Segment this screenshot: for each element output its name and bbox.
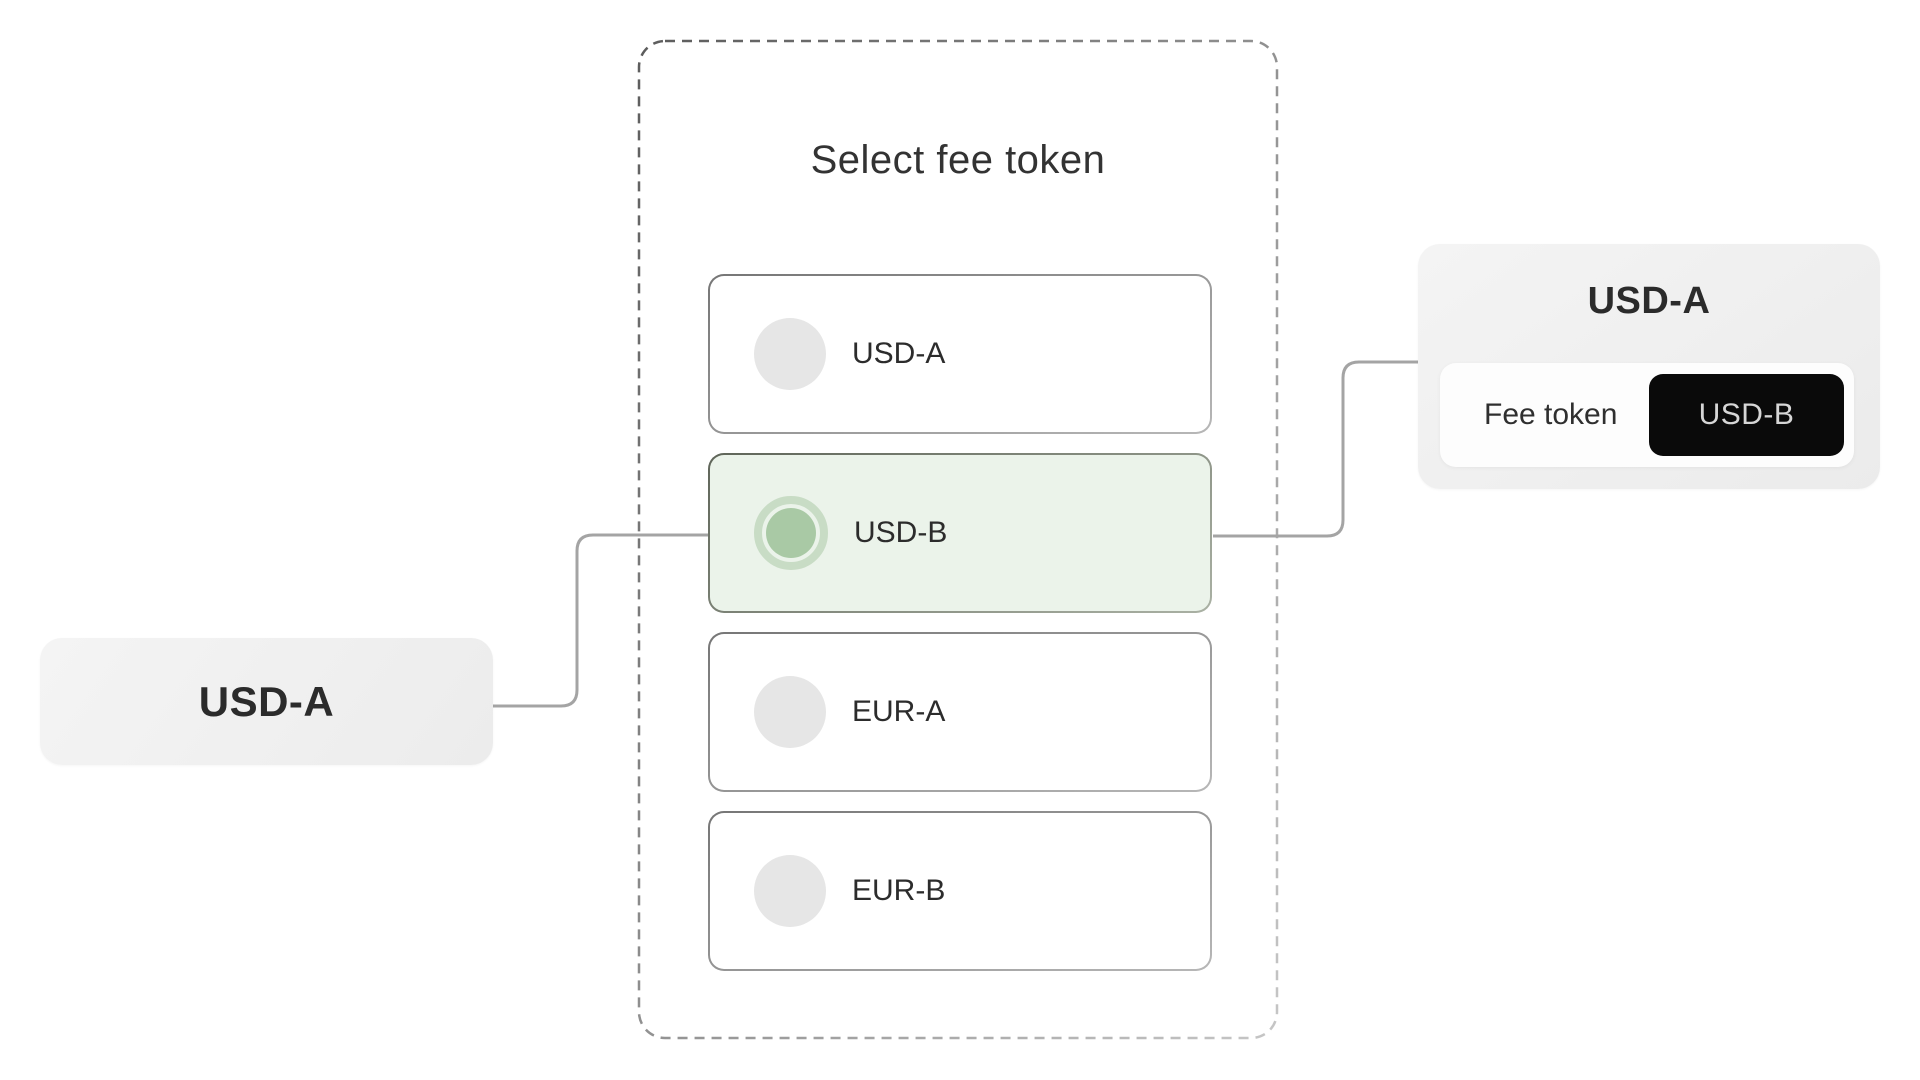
fee-option-usd-a[interactable]: USD-A [708,274,1212,434]
radio-selected-icon [754,496,828,570]
token-placeholder-icon [754,318,826,390]
option-label: EUR-B [852,874,946,907]
token-placeholder-icon [754,676,826,748]
result-token-card: USD-A Fee token USD-B [1418,244,1880,489]
connector-source-to-option [493,533,708,708]
option-label: USD-B [854,516,948,549]
connector-option-to-result [1213,360,1419,538]
fee-token-options: USD-A USD-B EUR-A EUR-B [708,274,1212,971]
token-placeholder-icon [754,855,826,927]
fee-token-row-label: Fee token [1484,398,1618,431]
selector-title: Select fee token [810,138,1106,182]
fee-token-row: Fee token USD-B [1440,363,1854,467]
fee-token-value-badge: USD-B [1649,374,1844,456]
source-token-card: USD-A [40,638,493,765]
option-label: EUR-A [852,695,946,728]
fee-option-eur-b[interactable]: EUR-B [708,811,1212,971]
result-token-title: USD-A [1587,280,1711,322]
fee-option-usd-b-selected[interactable]: USD-B [708,453,1212,613]
fee-option-eur-a[interactable]: EUR-A [708,632,1212,792]
source-token-label: USD-A [198,677,335,725]
option-label: USD-A [852,337,946,370]
